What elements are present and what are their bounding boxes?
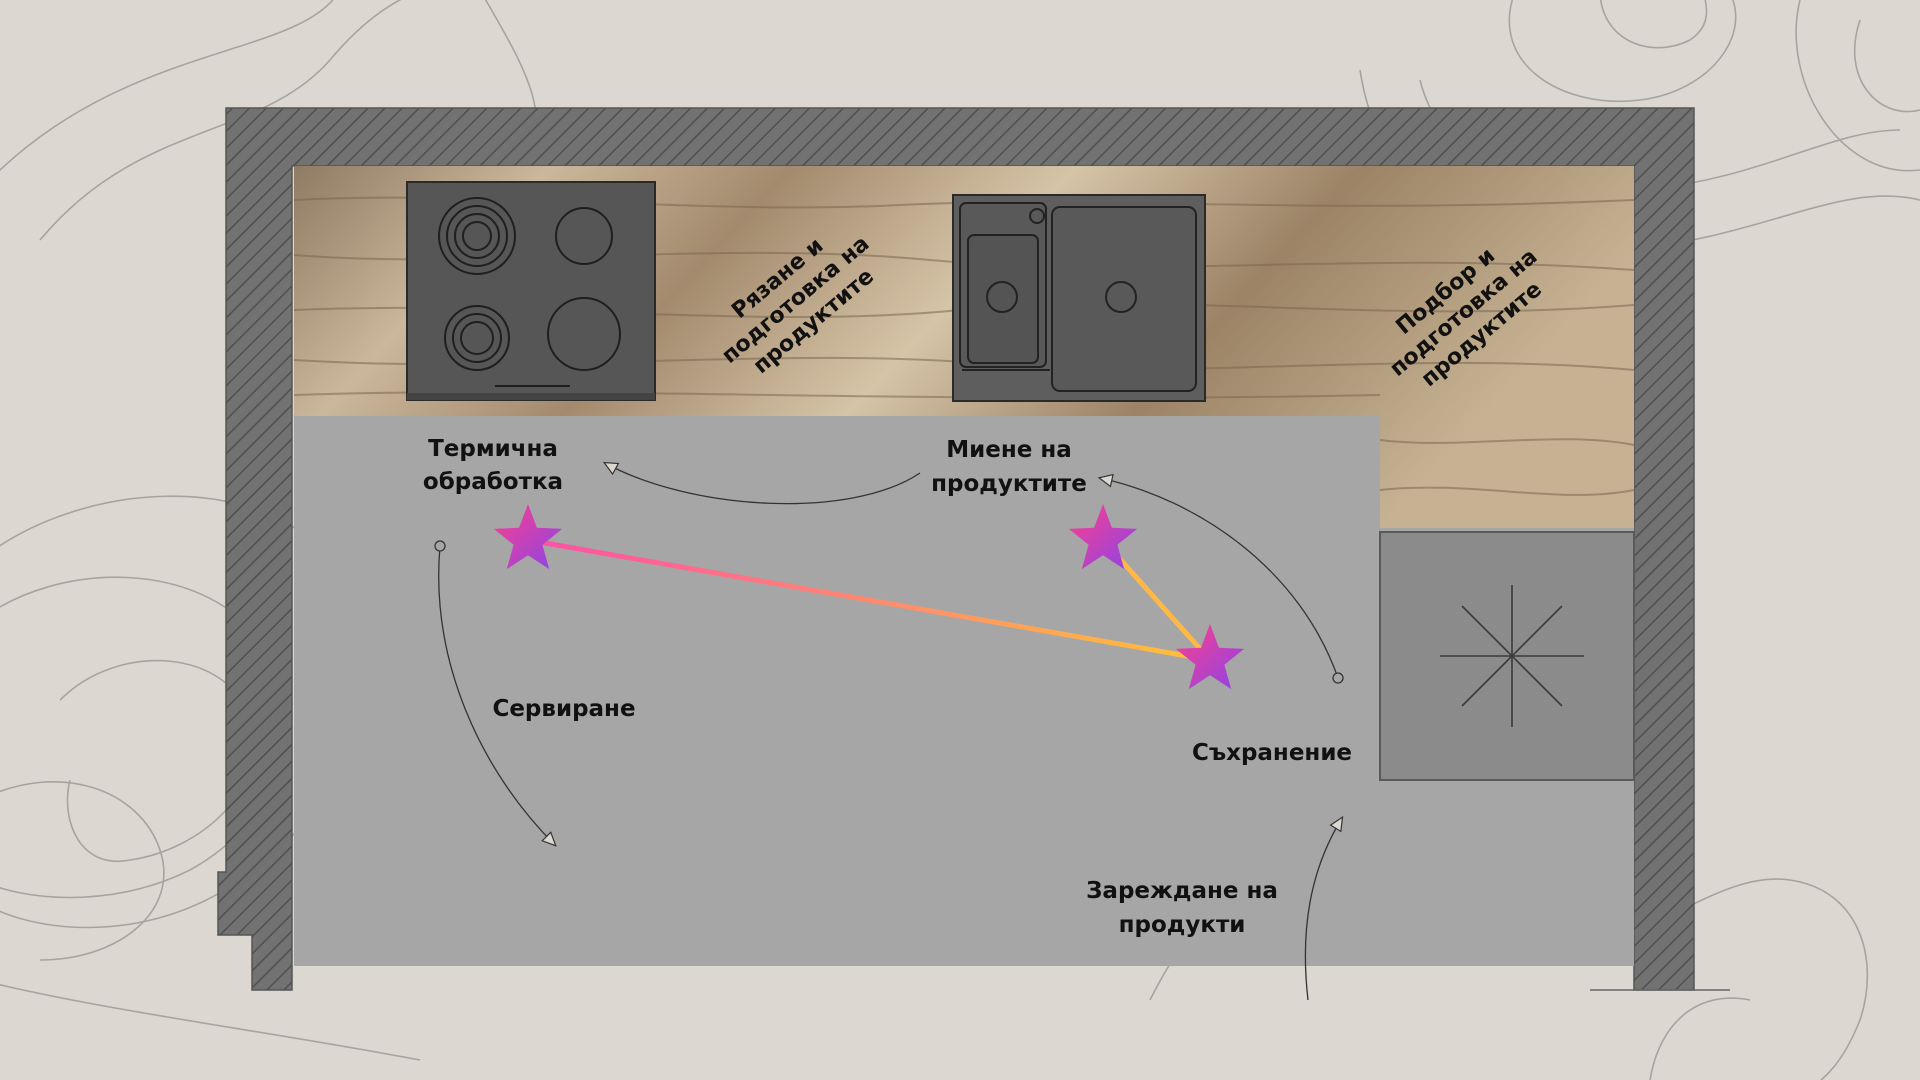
star-icon	[493, 504, 563, 570]
walls	[217, 107, 1730, 991]
cooktop-icon	[406, 181, 656, 401]
star-icon	[1068, 504, 1138, 570]
flow-arrows	[434, 461, 1344, 1001]
label-thermal-processing: Термична обработка	[423, 436, 563, 495]
zone-stars	[493, 504, 1245, 690]
svg-text:продуктите: продуктите	[931, 471, 1087, 497]
label-washing: Миене на продуктите	[931, 437, 1087, 497]
svg-text:обработка: обработка	[423, 469, 563, 495]
fridge-icon	[1379, 531, 1635, 781]
arrow-loading-to-storage	[1304, 815, 1344, 1001]
svg-text:Миене на: Миене на	[946, 437, 1072, 463]
sink-icon	[952, 194, 1206, 402]
arrow-storage-to-washing	[1097, 473, 1339, 679]
svg-text:продукти: продукти	[1119, 912, 1246, 938]
svg-text:Термична: Термична	[428, 436, 558, 462]
label-serving: Сервиране	[492, 696, 635, 722]
arrow-washing-to-thermal	[602, 461, 921, 505]
star-icon	[1175, 624, 1245, 690]
label-loading: Зареждане на продукти	[1086, 878, 1278, 938]
floor	[294, 416, 1634, 966]
svg-text:Зареждане на: Зареждане на	[1086, 878, 1278, 904]
label-storage: Съхранение	[1192, 740, 1352, 766]
arrow-thermal-to-serving	[438, 545, 557, 847]
